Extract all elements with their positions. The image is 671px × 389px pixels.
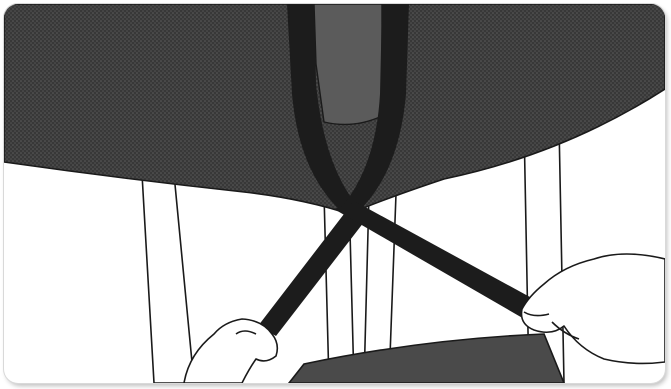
left-hand	[184, 319, 277, 383]
strap-right-diagonal	[334, 202, 539, 320]
backrest-panel	[314, 4, 382, 124]
left-leg	[142, 174, 194, 383]
chair-strap-illustration	[4, 4, 665, 383]
illustration-frame	[4, 4, 665, 383]
